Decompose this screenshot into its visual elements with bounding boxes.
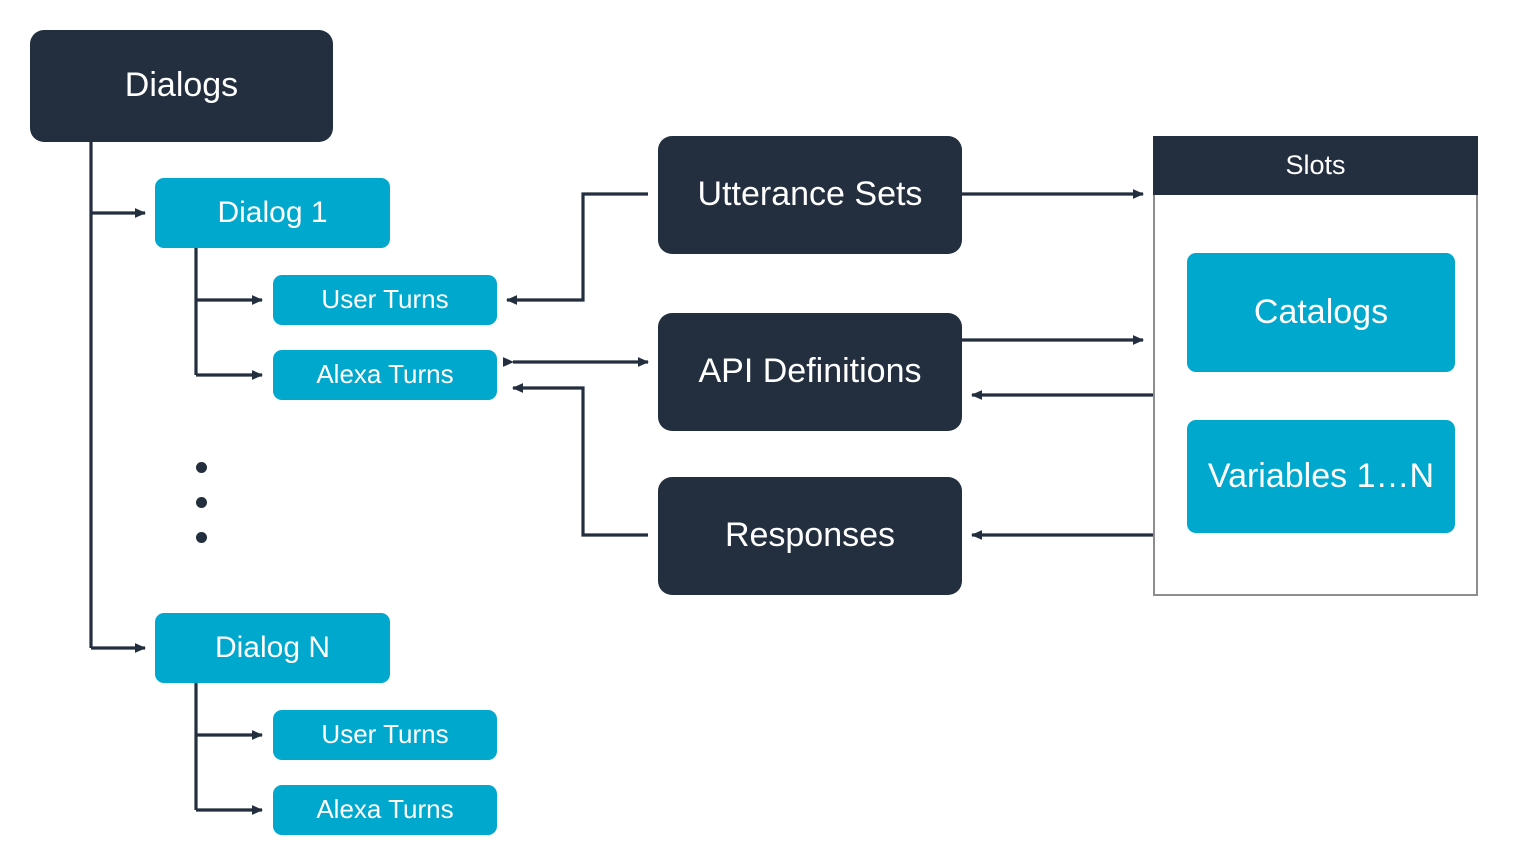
node-api-definitions[interactable]: API Definitions (658, 313, 962, 431)
ellipsis-dot (196, 532, 207, 543)
node-dialogs[interactable]: Dialogs (30, 30, 333, 142)
node-catalogs-label: Catalogs (1253, 292, 1389, 331)
node-catalogs[interactable]: Catalogs (1187, 253, 1455, 372)
node-dialog-n-label: Dialog N (214, 630, 331, 664)
edge-utterancesets-to-userturns (506, 192, 648, 305)
node-dialogs-label: Dialogs (124, 66, 239, 105)
node-dialog-n-alexa-turns-label: Alexa Turns (316, 794, 454, 825)
node-dialog-n-user-turns-label: User Turns (321, 719, 449, 750)
node-dialog-1-alexa-turns-label: Alexa Turns (316, 359, 454, 390)
node-dialog-1-label: Dialog 1 (217, 195, 328, 229)
node-responses-label: Responses (724, 516, 896, 555)
node-dialog-1-user-turns[interactable]: User Turns (273, 275, 497, 325)
ellipsis-dot (196, 497, 207, 508)
node-dialog-n-alexa-turns[interactable]: Alexa Turns (273, 785, 497, 835)
node-variables-label: Variables 1…N (1207, 456, 1435, 495)
ellipsis-dot (196, 462, 207, 473)
node-responses[interactable]: Responses (658, 477, 962, 595)
node-dialog-1[interactable]: Dialog 1 (155, 178, 390, 248)
node-dialog-n[interactable]: Dialog N (155, 613, 390, 683)
node-api-definitions-label: API Definitions (698, 352, 922, 391)
ellipsis-dots (196, 462, 212, 552)
edge-responses-to-alexaturns (512, 383, 648, 537)
node-dialog-1-alexa-turns[interactable]: Alexa Turns (273, 350, 497, 400)
node-variables[interactable]: Variables 1…N (1187, 420, 1455, 533)
slots-panel-title: Slots (1153, 136, 1478, 195)
node-dialog-n-user-turns[interactable]: User Turns (273, 710, 497, 760)
node-utterance-sets[interactable]: Utterance Sets (658, 136, 962, 254)
node-dialog-1-user-turns-label: User Turns (321, 284, 449, 315)
node-utterance-sets-label: Utterance Sets (697, 175, 923, 214)
